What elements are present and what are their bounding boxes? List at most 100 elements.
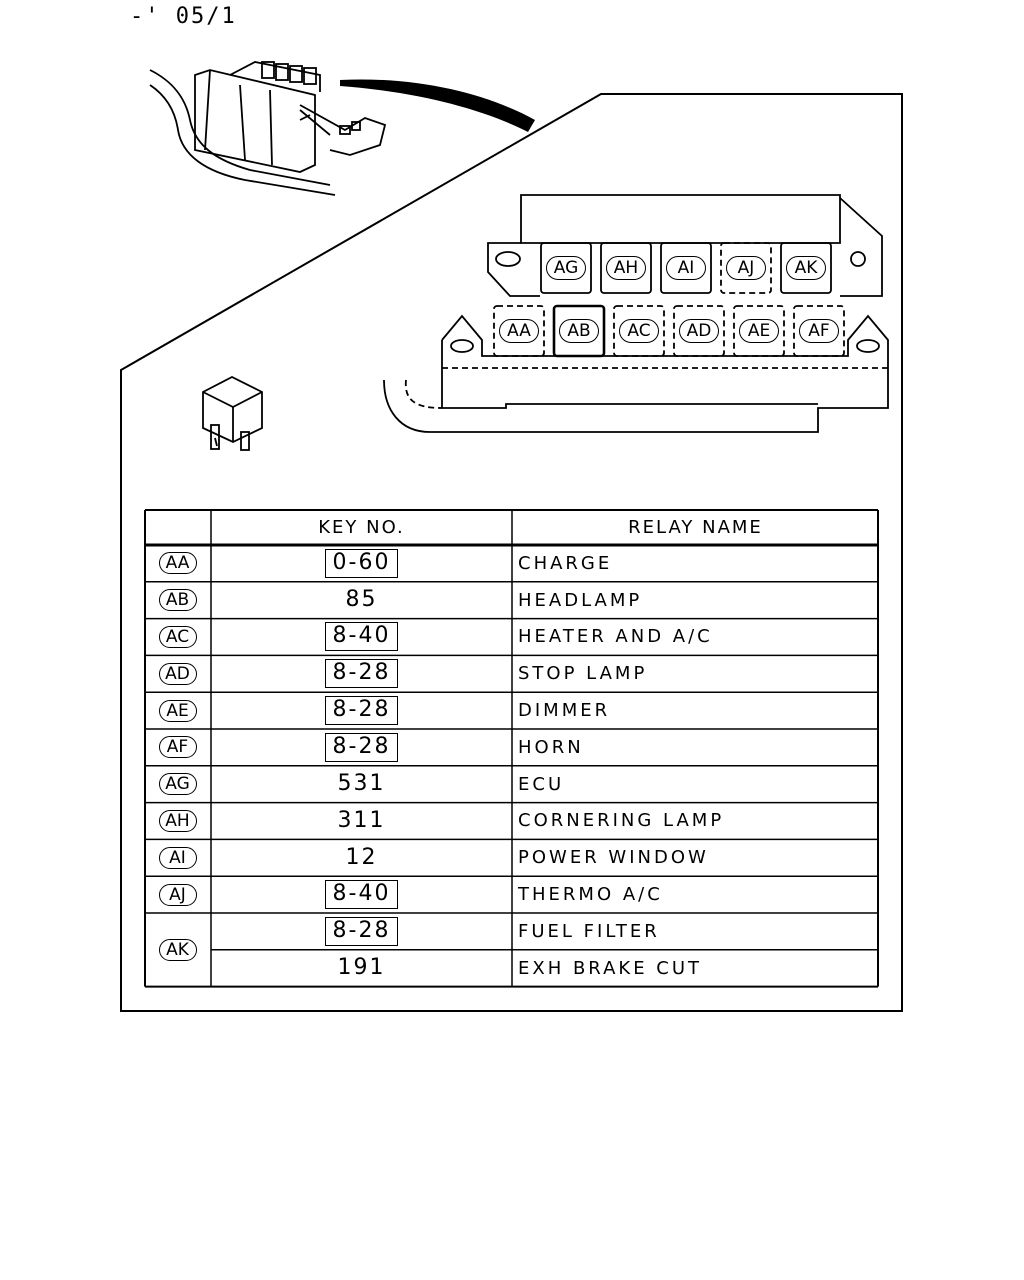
row-name-cell: CORNERING LAMP [512,803,879,840]
relay-id-badge: AF [158,736,197,759]
page-code: -' 05/1 [130,4,237,29]
relay-name: CHARGE [518,552,613,574]
relay-name: HORN [518,736,584,758]
row-key-cell: 8-40 [211,876,512,913]
key-number: 8-40 [324,880,399,910]
header-id [144,509,211,545]
row-id-cell: AA [144,545,211,582]
row-id-cell: AD [144,655,211,692]
header-relay-name-label: RELAY NAME [628,516,763,538]
relay-box-body [383,194,889,433]
key-number: 8-28 [324,732,399,762]
row-name-cell: CHARGE [512,545,879,582]
relay-name: THERMO A/C [518,884,663,906]
relay-name: HEADLAMP [518,589,643,611]
relay-id-badge: AA [158,552,197,575]
table-row: AH 311 CORNERING LAMP [144,803,879,840]
row-key-cell: 85 [211,582,512,619]
relay-name: ECU [518,773,565,795]
row-id-cell: AF [144,729,211,766]
row-key-cell: 12 [211,839,512,876]
relay-name: STOP LAMP [518,663,648,685]
relay-id-badge: AC [158,625,197,648]
leader-arrow [340,79,535,132]
header-key-label: KEY NO. [318,516,405,538]
relay-id-badge: AE [158,699,197,722]
key-number: 531 [337,771,386,797]
connector-ai-badge: AI [666,256,706,280]
header-key-no: KEY NO. [211,509,512,545]
row-name-cell: EXH BRAKE CUT [512,950,879,987]
relay-name: EXH BRAKE CUT [518,957,703,979]
table-row: AK 8-28 FUEL FILTER [144,913,879,961]
row-key-cell: 8-28 [211,729,512,766]
key-number: 0-60 [324,548,399,578]
row-key-cell: 531 [211,766,512,803]
connector-ad-badge: AD [679,319,719,343]
key-number: 8-28 [324,659,399,689]
connector-af-badge: AF [799,319,839,343]
relay-icon [202,375,263,451]
relay-id-badge: AH [158,809,197,832]
table-row: AB 85 HEADLAMP [144,582,879,619]
connector-aa-badge: AA [499,319,539,343]
row-id-cell: AI [144,839,211,876]
relay-name: POWER WINDOW [518,847,709,869]
row-id-cell: AJ [144,876,211,913]
key-number: 85 [345,587,378,613]
row-name-cell: FUEL FILTER [512,913,879,950]
row-key-cell: 8-28 [211,692,512,729]
relay-id-badge: AB [158,589,197,612]
key-number: 8-40 [324,622,399,652]
relay-name: FUEL FILTER [518,920,660,942]
row-id-cell: AH [144,803,211,840]
row-key-cell: 8-40 [211,619,512,656]
key-number: 12 [345,844,378,870]
table-grid [144,509,879,988]
table-row: AE 8-28 DIMMER [144,692,879,729]
row-id-cell: AE [144,692,211,729]
table-row: AI 12 POWER WINDOW [144,839,879,876]
table-row: AJ 8-40 THERMO A/C [144,876,879,913]
connector-aj-badge: AJ [726,256,766,280]
table-row: AC 8-40 HEATER AND A/C [144,619,879,656]
row-id-cell: AB [144,582,211,619]
row-name-cell: HEATER AND A/C [512,619,879,656]
row-key-cell: 8-28 [211,913,512,950]
row-name-cell: HORN [512,729,879,766]
row-key-cell: 8-28 [211,655,512,692]
detail-frame [120,93,903,1012]
vehicle-harness-sketch [149,61,387,196]
row-name-cell: POWER WINDOW [512,839,879,876]
relay-id-badge: AK [158,938,197,961]
row-id-cell: AG [144,766,211,803]
table-header-row: KEY NO. RELAY NAME [144,509,879,545]
connector-ab-badge: AB [559,319,599,343]
row-id-cell: AK [144,913,211,987]
row-name-cell: HEADLAMP [512,582,879,619]
key-number: 8-28 [324,916,399,946]
row-key-cell: 0-60 [211,545,512,582]
table-row: AG 531 ECU [144,766,879,803]
key-number: 191 [337,955,386,981]
row-key-cell: 311 [211,803,512,840]
row-name-cell: THERMO A/C [512,876,879,913]
row-id-cell [144,950,211,987]
table-row: AA 0-60 CHARGE [144,545,879,582]
connector-ae-badge: AE [739,319,779,343]
row-name-cell: ECU [512,766,879,803]
connector-ag-badge: AG [546,256,586,280]
relay-name: HEATER AND A/C [518,626,713,648]
row-name-cell: DIMMER [512,692,879,729]
row-key-cell: 191 [211,950,512,987]
key-number: 311 [337,807,386,833]
relay-id-badge: AI [158,846,197,869]
table-row: 191 EXH BRAKE CUT [144,950,879,987]
relay-id-badge: AD [158,662,197,685]
relay-id-badge: AG [158,773,197,796]
key-number: 8-28 [324,696,399,726]
relay-name: DIMMER [518,700,611,722]
relay-name: CORNERING LAMP [518,810,725,832]
connector-ac-badge: AC [619,319,659,343]
